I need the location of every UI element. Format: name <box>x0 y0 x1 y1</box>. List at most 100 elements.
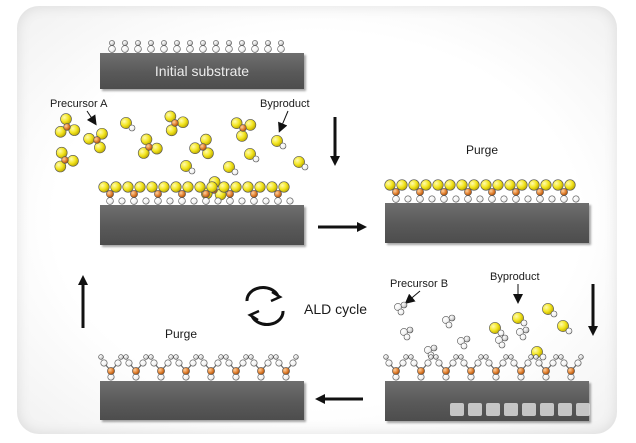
byproduct-molecule <box>557 320 569 332</box>
precursor-a-ligand <box>54 126 67 138</box>
adsorbed-ligand <box>122 181 134 193</box>
surface-h <box>193 354 199 360</box>
surface-oxygen <box>130 197 138 205</box>
surface-hydroxyl <box>214 197 222 205</box>
precursor-a-label: Precursor A <box>50 98 108 110</box>
precursor-a-metal <box>171 119 179 127</box>
adsorbed-ligand <box>444 179 456 191</box>
adsorbed-ligand <box>528 179 540 191</box>
precursor-b-hydrogen <box>406 326 414 334</box>
precursor-b-hydrogen <box>448 314 456 322</box>
adsorbed-ligand <box>564 179 576 191</box>
precursor-a-metal <box>61 156 69 164</box>
byproduct-label-bottom: Byproduct <box>490 271 540 283</box>
initial-substrate-slab: Initial substrate <box>100 53 304 89</box>
surface-metal <box>207 367 215 375</box>
precursor-b-hydrogen <box>501 334 509 342</box>
surface-h <box>168 354 174 360</box>
surface-h <box>478 354 484 360</box>
surface-oxygen <box>440 195 448 203</box>
precursor-b-hydrogen <box>522 326 530 334</box>
precursor-a-ligand <box>164 110 177 123</box>
surface-hydroxyl <box>524 195 532 203</box>
surface-oxygen <box>416 195 424 203</box>
adsorbed-metal <box>440 188 448 196</box>
surface-hydrogen <box>226 40 232 46</box>
byproduct-hydrogen <box>231 168 239 176</box>
byproduct-hydrogen <box>497 329 505 337</box>
precursor-a-metal <box>239 124 247 132</box>
surface-h <box>383 354 389 360</box>
surface-hydrogen <box>148 40 154 46</box>
surface-metal <box>492 367 500 375</box>
surface-oh <box>510 359 518 367</box>
surface-h <box>503 354 509 360</box>
byproduct-molecule <box>293 156 305 168</box>
surface-hydroxyl <box>147 45 155 53</box>
surface-h <box>408 354 414 360</box>
adsorbed-metal <box>512 188 520 196</box>
purge-bottom-label: Purge <box>165 327 198 341</box>
surface-oxygen <box>464 195 472 203</box>
adsorbed-ligand <box>516 179 528 191</box>
byproduct-label-top: Byproduct <box>260 98 310 110</box>
surface-hydroxyl <box>190 197 198 205</box>
surface-hydroxyl <box>572 195 580 203</box>
adsorbed-ligand <box>242 181 254 193</box>
purge-top-substrate-slab <box>385 203 589 243</box>
precursor-a-ligand <box>177 116 189 129</box>
surface-metal <box>107 367 115 375</box>
precursor-b-hydrogen <box>445 321 453 329</box>
surface-oh <box>239 359 247 367</box>
byproduct-molecule <box>512 312 524 324</box>
adsorbed-ligand <box>492 179 504 191</box>
surface-oxygen <box>560 195 568 203</box>
surface-h <box>273 354 279 360</box>
adsorbed-metal <box>106 190 114 198</box>
surface-oh <box>560 359 568 367</box>
surface-h <box>143 354 149 360</box>
surface-hydrogen <box>174 40 180 46</box>
byproduct-molecule <box>542 303 554 315</box>
surface-oh <box>410 359 418 367</box>
surface-h <box>553 354 559 360</box>
surface-oh <box>150 359 158 367</box>
surface-h <box>198 354 204 360</box>
byproduct-hydrogen <box>301 163 309 171</box>
surface-oxygen <box>178 197 186 205</box>
adsorbed-metal <box>488 188 496 196</box>
adsorbed-metal <box>274 190 282 198</box>
precursor-a-ligand <box>60 113 72 125</box>
byproduct-hydrogen <box>550 310 558 318</box>
surface-oh <box>424 359 432 367</box>
byproduct-hydrogen <box>539 353 547 361</box>
surface-h <box>483 354 489 360</box>
adsorbed-metal <box>416 188 424 196</box>
surface-hydroxyl <box>452 195 460 203</box>
watermark-blur <box>450 403 620 425</box>
initial-substrate-label: Initial substrate <box>154 63 250 79</box>
surface-oh <box>435 359 443 367</box>
surface-hydrogen <box>213 40 219 46</box>
surface-oh <box>100 359 108 367</box>
surface-h <box>578 354 584 360</box>
surface-hydroxyl <box>121 45 129 53</box>
surface-oh <box>549 359 557 367</box>
surface-metal <box>467 367 475 375</box>
surface-oxygen <box>250 197 258 205</box>
surface-h <box>218 354 224 360</box>
precursor-b-label: Precursor B <box>390 278 449 290</box>
surface-metal <box>282 367 290 375</box>
surface-oh <box>175 359 183 367</box>
precursor-b-hydrogen <box>430 344 438 352</box>
surface-h <box>98 354 104 360</box>
adsorbed-ligand <box>396 179 408 191</box>
adsorbed-ligand <box>456 179 468 191</box>
surface-metal <box>132 367 140 375</box>
byproduct-hydrogen <box>128 124 136 132</box>
surface-oh <box>535 359 543 367</box>
adsorbed-ligand <box>182 181 194 193</box>
pointer-precursor-b <box>404 290 421 304</box>
surface-hydroxyl <box>277 45 285 53</box>
